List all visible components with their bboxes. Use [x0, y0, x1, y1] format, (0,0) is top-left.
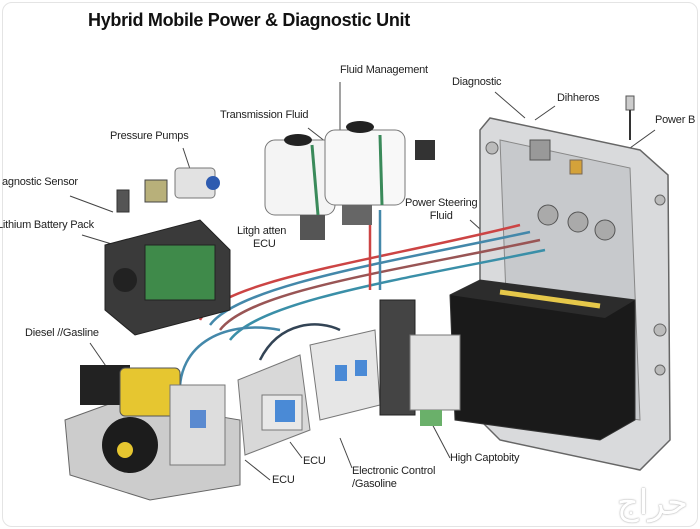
engine-generator	[64, 365, 241, 501]
battery	[449, 279, 636, 441]
label-ligth-atten-ecu: Litgh atten ECU	[237, 225, 286, 251]
label-fluid-management: Fluid Management	[340, 64, 428, 76]
ecu-panels	[237, 299, 461, 456]
watermark-logo: حراج	[616, 483, 688, 523]
label-power-b: Power B	[655, 114, 696, 126]
sensors-pumps	[116, 167, 220, 213]
label-line: Power Steering	[405, 197, 478, 209]
label-transmission-fluid: Transmission Fluid	[220, 109, 309, 121]
label-dihheros: Dihheros	[557, 92, 600, 104]
label-line: Electronic Control	[352, 465, 436, 477]
diagram-title: Hybrid Mobile Power & Diagnostic Unit	[88, 10, 410, 30]
label-electronic-control: Electronic Control /Gasoline	[352, 465, 435, 491]
label-ecu-lower: ECU	[272, 474, 295, 486]
label-diagnostic-sensor: agnostic Sensor	[2, 176, 78, 188]
label-high-captobity: High Captobity	[450, 452, 520, 464]
label-line: /Gasoline	[352, 478, 397, 490]
label-line: ECU	[253, 238, 276, 250]
label-power-steering-fluid: Power Steering Fluid	[405, 197, 478, 223]
fluid-reservoirs	[264, 121, 435, 240]
label-line: Litgh atten	[237, 225, 287, 237]
label-ecu-upper: ECU	[303, 455, 326, 467]
label-diesel-gasline: Diesel //Gasline	[25, 327, 99, 339]
label-diagnostic: Diagnostic	[452, 76, 502, 88]
label-pressure-pumps: Pressure Pumps	[110, 130, 189, 142]
label-line: Fluid	[429, 210, 453, 222]
lithium-battery-pack	[104, 219, 231, 336]
label-lithium-battery-pack: Lithium Battery Pack	[0, 219, 94, 231]
